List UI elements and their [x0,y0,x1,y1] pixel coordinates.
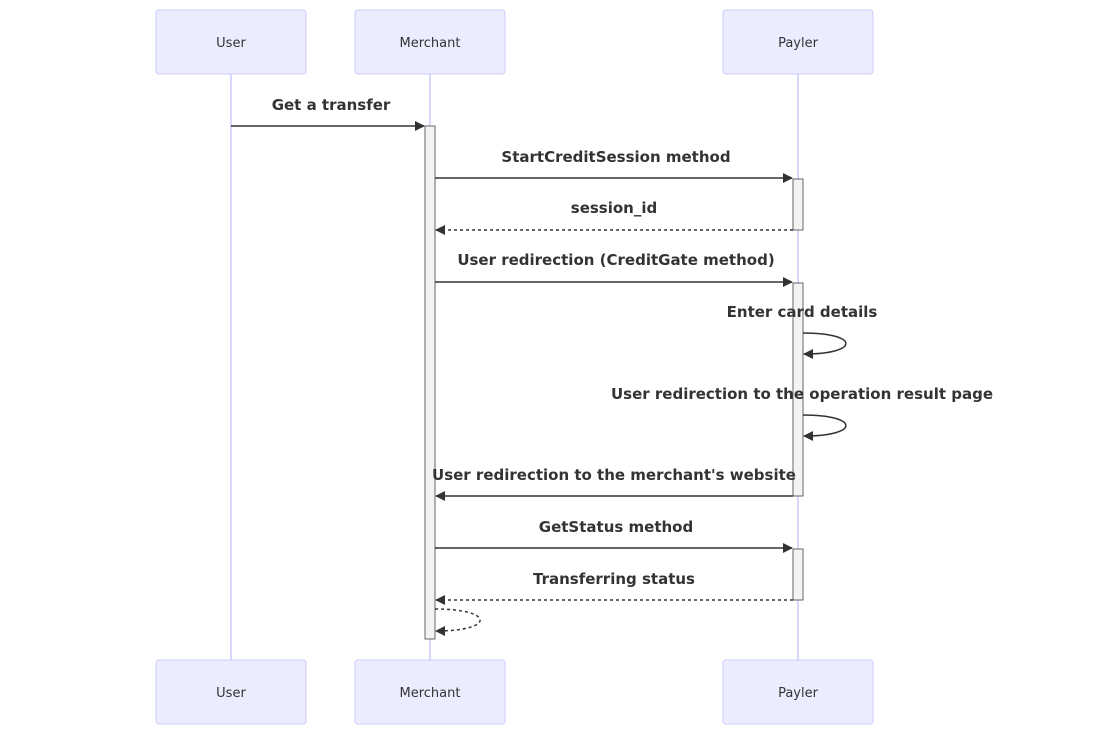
message-session-id: session_id [435,199,793,235]
message-label: User redirection to the merchant's websi… [432,466,796,484]
actor-label: Payler [778,686,819,701]
message-redirect-operation-result: User redirection to the operation result… [611,385,993,441]
message-user-redirection-creditgate: User redirection (CreditGate method) [435,251,793,287]
actor-top-payler: Payler [722,9,874,75]
message-transferring-status: Transferring status [435,570,793,605]
actor-label: Merchant [400,36,461,51]
actor-label: Merchant [400,686,461,701]
message-get-a-transfer: Get a transfer [231,96,425,131]
activation-payler-3 [792,548,804,601]
actor-bottom-user: User [155,659,307,725]
actor-label: Payler [778,36,819,51]
message-merchant-self [434,608,481,636]
message-label: StartCreditSession method [501,148,730,166]
activation-merchant [424,125,436,640]
message-redirect-merchant-website: User redirection to the merchant's websi… [432,466,796,501]
message-start-credit-session: StartCreditSession method [435,148,793,183]
actor-label: User [216,686,246,701]
actor-bottom-merchant: Merchant [354,659,506,725]
message-enter-card-details: Enter card details [727,303,878,359]
message-arrow [802,332,847,359]
message-label: Enter card details [727,303,878,321]
message-arrow [434,608,481,636]
message-label: session_id [571,199,657,217]
actor-label: User [216,36,246,51]
message-label: Get a transfer [272,96,391,114]
activation-payler-1 [792,178,804,231]
activation-payler-2 [792,282,804,497]
message-label: Transferring status [533,570,695,588]
message-get-status: GetStatus method [435,518,793,553]
actor-top-user: User [155,9,307,75]
message-label: User redirection (CreditGate method) [457,251,774,269]
actor-bottom-payler: Payler [722,659,874,725]
actor-top-merchant: Merchant [354,9,506,75]
message-label: GetStatus method [539,518,693,536]
message-arrow [802,414,847,441]
message-label: User redirection to the operation result… [611,385,993,403]
